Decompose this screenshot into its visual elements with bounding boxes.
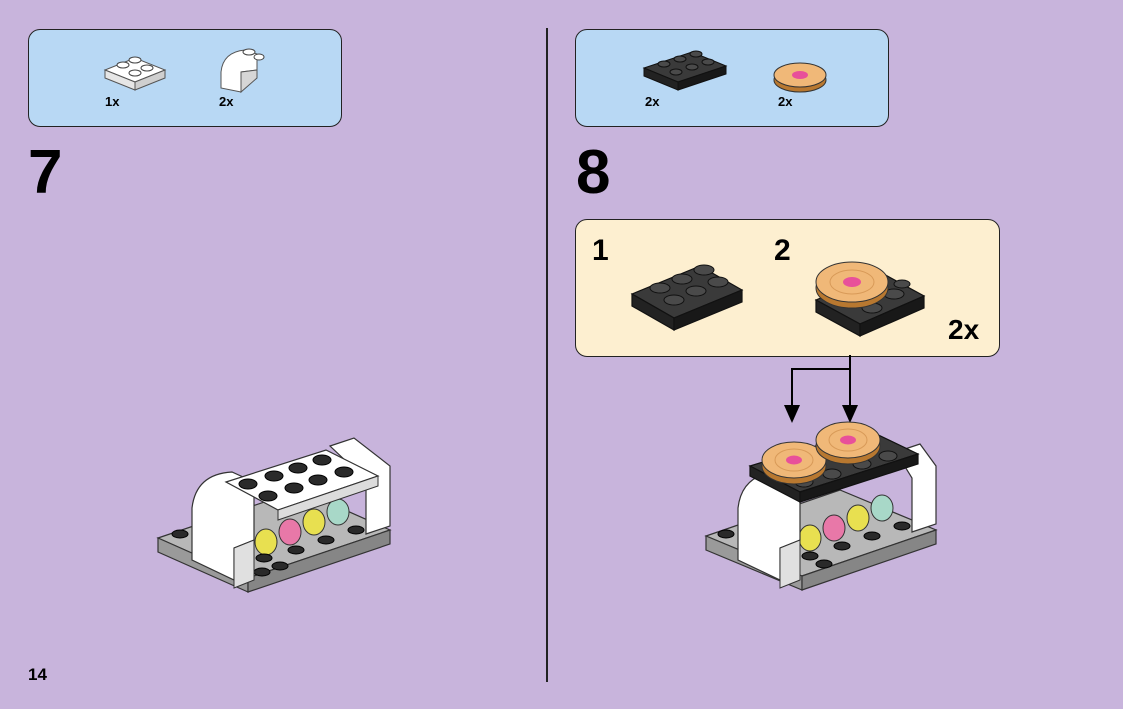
- black-plate-2x3-icon: [642, 50, 728, 91]
- subassembly-box: 1 2 2x: [575, 219, 1000, 357]
- step8-model-illustration: [704, 421, 938, 591]
- step-divider: [546, 28, 548, 682]
- step8-parts-box: 2x 2x: [575, 29, 889, 127]
- gold-tile-on-black-plate-icon: [814, 261, 926, 338]
- substep-number: 2: [774, 234, 791, 267]
- subassembly-multiplier: 2x: [948, 314, 980, 345]
- step7-parts-box: 1x 2x: [28, 29, 342, 127]
- step7-model-illustration: [156, 437, 392, 593]
- gold-round-tile-icon: [773, 62, 827, 93]
- part-qty: 2x: [219, 94, 234, 109]
- part-qty: 1x: [105, 94, 120, 109]
- step-number: 8: [576, 138, 611, 207]
- part-qty: 2x: [645, 94, 660, 109]
- substep-number: 1: [592, 234, 609, 267]
- white-curved-slope-icon: [220, 48, 265, 94]
- page-number: 14: [28, 665, 47, 684]
- white-plate-2x2-icon: [103, 56, 167, 91]
- placement-arrows: [784, 355, 858, 423]
- step-number: 7: [28, 138, 63, 207]
- part-qty: 2x: [778, 94, 793, 109]
- black-plate-2x3-icon: [630, 264, 744, 332]
